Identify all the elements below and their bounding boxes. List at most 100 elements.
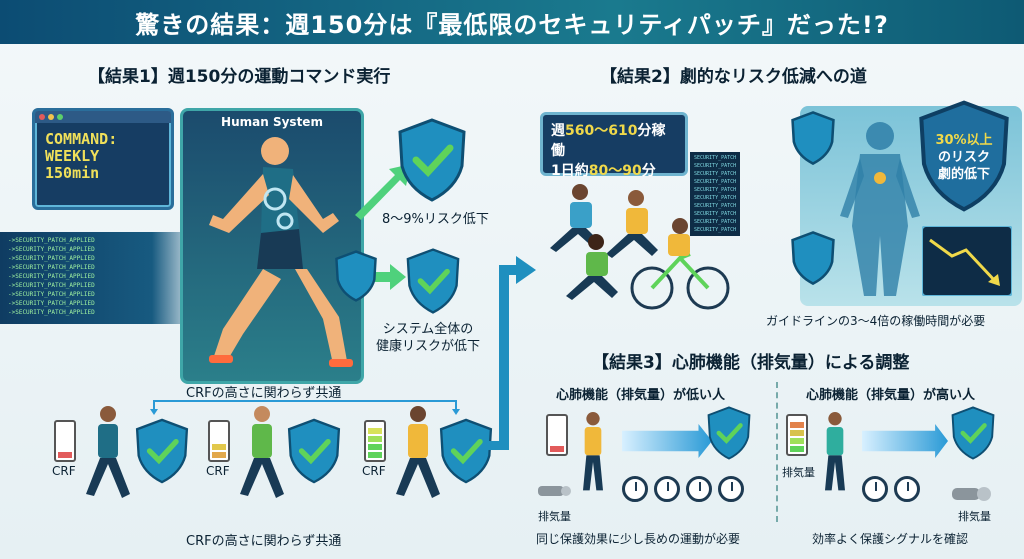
daily-suffix: 分 [641, 163, 656, 179]
risk-reduction-label: 8～9%リスク低下 [382, 212, 489, 227]
shield-check-icon [406, 248, 460, 314]
window-titlebar [35, 111, 171, 123]
human-body-icon [840, 122, 920, 296]
stack-line: SECURITY_PATCH [694, 155, 737, 161]
page-title: 驚きの結果：週150分は『最低限のセキュリティパッチ』だった!? [135, 10, 889, 39]
log-line: ->SECURITY_PATCH_APPLIED [8, 273, 95, 280]
shield-check-icon [439, 418, 493, 484]
shield-icon [335, 250, 377, 302]
duration-prefix: 週 [551, 123, 565, 139]
title-bar: 驚きの結果：週150分は『最低限のセキュリティパッチ』だった!? [0, 0, 1024, 44]
section2-heading: 【結果2】劇的なリスク低減への道 [600, 67, 867, 87]
system-health-label: システム全体の 健康リスクが低下 [376, 321, 480, 355]
command-line-3: 150min [45, 164, 100, 182]
duration-box: 週560～610分稼働 1日約80～90分 [540, 112, 688, 179]
log-line: ->SECURITY_PATCH_APPLIED [8, 309, 95, 316]
low-result: 同じ保護効果に少し長めの運動が必要 [536, 532, 741, 546]
stack-line: SECURITY_PATCH [694, 227, 737, 233]
battery-full-icon [364, 420, 386, 462]
common-label-top: CRFの高さに関わらず共通 [186, 386, 342, 401]
exhaust-pipe-icon [538, 486, 571, 496]
low-capacity-label: 心肺機能（排気量）が低い人 [556, 388, 726, 403]
command-window: COMMAND: WEEKLY 150min [32, 108, 174, 210]
crf-label: CRF [52, 464, 76, 478]
section1-heading: 【結果1】週150分の運動コマンド実行 [88, 67, 391, 87]
daily-prefix: 1日約 [551, 163, 589, 179]
battery-low-icon [546, 414, 568, 456]
common-label-bottom: CRFの高さに関わらず共通 [186, 534, 342, 549]
crf-label: CRF [362, 464, 386, 478]
clock-icon [862, 476, 888, 502]
exhaust-label: 排気量 [958, 510, 991, 523]
divider [776, 382, 778, 522]
shield-check-icon [287, 418, 341, 484]
stack-line: SECURITY_PATCH [694, 219, 737, 225]
human-system-window: Human System [180, 108, 364, 384]
clock-icon [894, 476, 920, 502]
shield-check-icon [135, 418, 189, 484]
stack-line: SECURITY_PATCH [694, 187, 737, 193]
system-health-line2: 健康リスクが低下 [376, 339, 481, 354]
risk-drop-line1: 30%以上 [935, 133, 993, 148]
log-line: ->SECURITY_PATCH_APPLIED [8, 237, 95, 244]
flow-arrow-icon [484, 256, 536, 450]
connector-bracket [150, 400, 460, 415]
progress-arrow [862, 424, 948, 458]
battery-mid-icon [208, 420, 230, 462]
runner-icon [240, 406, 284, 498]
exhaust-label: 排気量 [538, 510, 571, 523]
shield-icon [791, 231, 835, 285]
risk-drop-line3: 劇的低下 [937, 167, 990, 182]
duration-suffix: 分稼働 [551, 123, 666, 159]
log-line: ->SECURITY_PATCH_APPLIED [8, 300, 95, 307]
runner-figure-icon [209, 137, 353, 367]
exhaust-label: 排気量 [782, 466, 815, 479]
clock-icon [686, 476, 712, 502]
battery-full-icon [786, 414, 808, 456]
command-line-2: WEEKLY [45, 147, 100, 165]
risk-drop-label: 30%以上 のリスク 劇的低下 [922, 132, 1006, 183]
person-icon [825, 412, 845, 491]
log-line: ->SECURITY_PATCH_APPLIED [8, 264, 95, 271]
crf-label: CRF [206, 464, 230, 478]
shield-check-icon [707, 406, 751, 460]
log-line: ->SECURITY_PATCH_APPLIED [8, 246, 95, 253]
daily-minutes: 80～90 [588, 163, 642, 179]
guideline-note: ガイドラインの3～4倍の稼働時間が必要 [766, 314, 986, 328]
clock-icon [718, 476, 744, 502]
stack-line: SECURITY_PATCH [694, 195, 737, 201]
clock-icon [654, 476, 680, 502]
runners-cyclist-illustration [550, 184, 730, 310]
arrow-up-icon [355, 164, 411, 220]
log-line: ->SECURITY_PATCH_APPLIED [8, 282, 95, 289]
shield-large-icon [919, 100, 1009, 212]
stack-line: SECURITY_PATCH [694, 179, 737, 185]
shield-check-icon [951, 406, 995, 460]
person-icon [583, 412, 603, 491]
decline-chart-icon [922, 226, 1012, 296]
stack-line: SECURITY_PATCH [694, 163, 737, 169]
patch-log-stream: ->SECURITY_PATCH_APPLIED ->SECURITY_PATC… [0, 232, 190, 324]
stack-line: SECURITY_PATCH [694, 171, 737, 177]
battery-low-icon [54, 420, 76, 462]
patch-stack: SECURITY_PATCH SECURITY_PATCH SECURITY_P… [690, 152, 741, 236]
weekly-minutes: 560～610 [565, 123, 638, 139]
section3-heading: 【結果3】心肺機能（排気量）による調整 [592, 353, 910, 373]
arrow-right-icon [360, 264, 406, 290]
progress-arrow [622, 424, 712, 458]
stack-line: SECURITY_PATCH [694, 211, 737, 217]
exhaust-pipe-icon [952, 487, 991, 501]
high-result: 効率よく保護シグナルを確認 [812, 532, 969, 546]
shield-icon [791, 111, 835, 165]
runner-icon [86, 406, 130, 498]
runner-icon [396, 406, 440, 498]
clock-icon [622, 476, 648, 502]
log-line: ->SECURITY_PATCH_APPLIED [8, 255, 95, 262]
shield-check-icon [398, 118, 466, 202]
high-capacity-label: 心肺機能（排気量）が高い人 [806, 388, 976, 403]
system-health-line1: システム全体の [382, 322, 474, 337]
command-line-1: COMMAND: [45, 130, 118, 148]
stack-line: SECURITY_PATCH [694, 203, 737, 209]
risk-drop-line2: のリスク [937, 150, 990, 165]
